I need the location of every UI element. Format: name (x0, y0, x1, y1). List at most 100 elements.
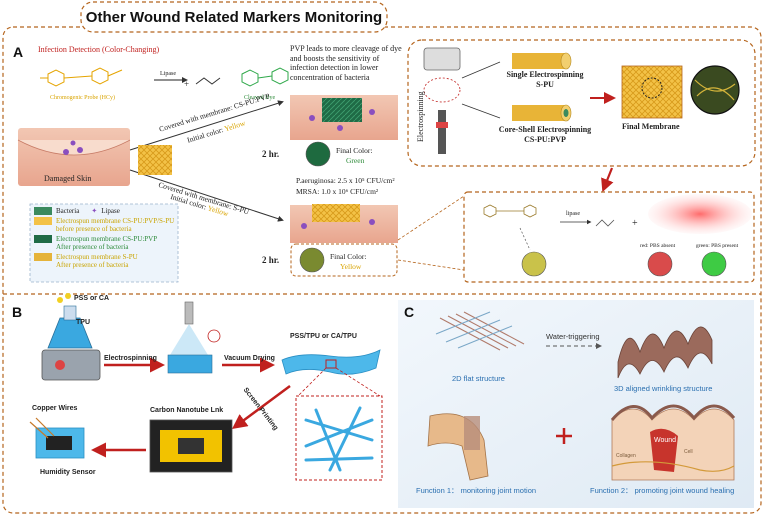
title-frame (80, 1, 388, 33)
membrane-swatch-spu (34, 253, 52, 261)
final-color-yellow: Yellow (340, 262, 362, 271)
single-fiber-cylinder (512, 52, 572, 70)
legend-box (29, 203, 179, 283)
membrane-patch (138, 145, 172, 175)
legend-row-bacteria: Bacteria ✦ Lipase (34, 207, 176, 215)
pvp-result-illustration (290, 95, 398, 140)
final-color-label-2: Final Color: (330, 252, 367, 261)
concentration-mrsa: MRSA: 1.0 x 10⁶ CFU/cm² (296, 187, 379, 196)
green-result-disc (305, 141, 331, 167)
probe-molecule (40, 67, 123, 87)
wound-label: Wound (654, 437, 677, 444)
cleaved-dye-label: Cleaved Dye (244, 95, 276, 101)
spu-result-illustration (290, 204, 398, 243)
branch-arrow-pvp (129, 100, 284, 151)
green-fiber-disc (701, 251, 727, 277)
product-acid (595, 219, 615, 227)
pss-ca-label: PSS or CA (74, 295, 110, 302)
down-arrow (601, 167, 614, 193)
panel-a-label: A (13, 44, 24, 60)
fiber-sheet (281, 349, 381, 375)
legend: Bacteria ✦ Lipase Electrospun membrane C… (34, 207, 176, 271)
green-pbs-label: green: PBS present (696, 243, 739, 249)
cspupvp-label: CS-PU:PVP (524, 135, 566, 144)
legend-lipase: Lipase (101, 207, 120, 215)
red-pbs-label: red: PBS absent (640, 243, 676, 249)
acid-molecule (195, 77, 221, 85)
final-membrane-label: Final Membrane (622, 122, 680, 131)
svg-text:+: + (184, 79, 189, 89)
cleaved-dye-molecule (241, 67, 289, 87)
fiber-network (304, 406, 374, 472)
fabrication-frame (407, 39, 756, 167)
flat-structure-label: 2D flat structure (452, 374, 505, 383)
probe-label: Chromogenic Probe (HCy) (50, 95, 115, 101)
cnt-ink-label: Carbon Nanotube Lnk (150, 407, 224, 414)
lipase-label: Lipase (160, 71, 176, 77)
tpu-label: TPU (76, 319, 90, 326)
outer-frame (2, 26, 762, 514)
screen-printer (149, 419, 233, 473)
yellow-fiber-disc (521, 251, 547, 277)
svg-text:+: + (632, 218, 638, 229)
red-glow (648, 194, 752, 234)
concentration-aeruginosa: P.aeruginosa: 2.5 x 10⁵ CFU/cm² (296, 176, 395, 185)
damaged-skin-illustration (17, 128, 131, 186)
legend-m3b: After presence of bacteria (56, 261, 129, 269)
single-electrospinning-label: Single Electrospinning (506, 70, 584, 79)
chemistry-frame (463, 191, 755, 283)
vacuum-drying-label: Vacuum Drying (224, 355, 275, 362)
zoom-circle-large (690, 65, 740, 115)
panel-b-label: B (12, 304, 23, 320)
infection-detection-label: Infection Detection (Color-Changing) (38, 45, 160, 54)
cell-label: Cell (684, 449, 693, 455)
zoom-box-small (325, 359, 337, 369)
flask-hotplate-illustration (41, 305, 101, 381)
legend-m2a: Electrospun membrane CS-PU:PVP (56, 235, 158, 243)
copper-wires-label: Copper Wires (32, 405, 78, 412)
wound-skin-illustration (610, 404, 736, 481)
legend-m3a: Electrospun membrane S-PU (56, 253, 138, 261)
legend-m2b: After presence of bacteria (56, 243, 129, 251)
wrinkle-structure-label: 3D aligned wrinkling structure (614, 384, 713, 393)
pss-tpu-label: PSS/TPU or CA/TPU (290, 333, 357, 340)
electrospinning-device (423, 47, 461, 154)
yellow-result-disc (299, 247, 325, 273)
function-2-label: Function 2： promoting joint wound healin… (590, 486, 735, 495)
final-color-label-1: Final Color: (336, 146, 373, 155)
wrinkle-structure-illustration (617, 326, 713, 379)
electrospinning-setup-b (167, 301, 221, 374)
page-title: Other Wound Related Markers Monitoring (85, 9, 383, 26)
lipase-icon: ✦ (91, 207, 98, 215)
coreshell-fiber-cylinder (512, 104, 572, 122)
legend-m1b: before presence of bacteria (56, 225, 132, 233)
function-1-label: Function 1： monitoring joint motion (416, 486, 537, 495)
flat-structure-illustration (435, 311, 525, 351)
final-color-green: Green (346, 156, 365, 165)
coreshell-label: Core-Shell Electrospinning (498, 125, 592, 134)
legend-m1a: Electrospun membrane CS-PU:PVP/S-PU (56, 217, 175, 225)
humidity-sensor-label: Humidity Sensor (40, 469, 96, 476)
legend-bacteria: Bacteria (56, 207, 80, 215)
coreshell-branch-line (461, 103, 501, 119)
membrane-swatch-green (34, 235, 52, 243)
zoom-circle-small (641, 77, 663, 99)
branch-arrow-spu (129, 169, 284, 222)
spu-label: S-PU (536, 80, 554, 89)
pvp-note: PVP leads to more cleavage of dye and bo… (290, 44, 402, 82)
panel-c-label: C (404, 304, 415, 320)
lipase-reaction-label: lipase (566, 211, 580, 217)
single-branch-line (461, 61, 501, 79)
time-label-2: 2 hr. (262, 255, 280, 265)
screen-printing-arrow (231, 384, 291, 429)
membrane-swatch-yellow (34, 217, 52, 225)
red-fiber-disc (647, 251, 673, 277)
final-membrane-square (621, 65, 683, 119)
humidity-sensor (29, 417, 85, 459)
electrospinning-vertical-label: Electrospinning (416, 91, 425, 142)
yellow-result-box (290, 243, 398, 277)
